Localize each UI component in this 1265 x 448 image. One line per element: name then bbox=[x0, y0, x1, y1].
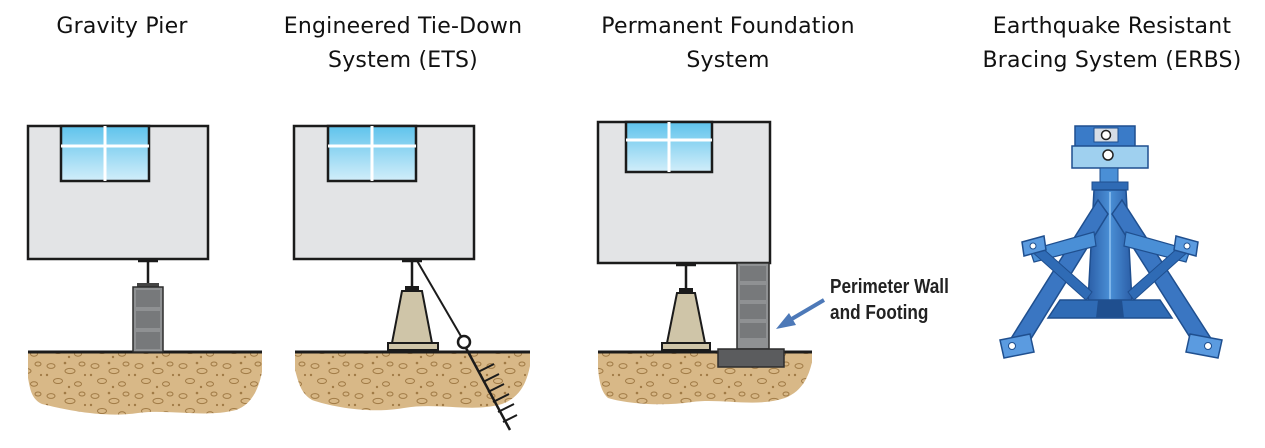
title-line: Gravity Pier bbox=[56, 14, 188, 39]
title-line: System (ETS) bbox=[328, 48, 478, 73]
callout-line: and Footing bbox=[830, 302, 929, 324]
tie-down-anchor bbox=[415, 258, 518, 431]
pier-stand bbox=[387, 259, 439, 351]
callout-arrow bbox=[776, 298, 826, 329]
title-ets: Engineered Tie-Down System (ETS) bbox=[258, 10, 548, 78]
callout-perimeter-wall: Perimeter Wall and Footing bbox=[830, 274, 949, 326]
title-gravity-pier: Gravity Pier bbox=[22, 10, 222, 44]
title-line: Earthquake Resistant bbox=[992, 14, 1232, 39]
concrete-block-pier bbox=[132, 259, 164, 353]
title-permanent-foundation: Permanent Foundation System bbox=[578, 10, 878, 78]
permanent-foundation-illustration bbox=[596, 120, 826, 405]
perimeter-wall bbox=[717, 262, 785, 368]
title-line: Engineered Tie-Down bbox=[283, 14, 523, 39]
title-line: Bracing System (ERBS) bbox=[982, 48, 1242, 73]
title-erbs: Earthquake Resistant Bracing System (ERB… bbox=[962, 10, 1262, 78]
gravity-pier-illustration bbox=[26, 124, 262, 415]
ets-illustration bbox=[292, 124, 530, 431]
footing bbox=[717, 348, 785, 368]
callout-line: Perimeter Wall bbox=[830, 276, 949, 298]
title-line: System bbox=[686, 48, 770, 73]
erbs-illustration bbox=[999, 125, 1223, 359]
soil bbox=[295, 352, 530, 411]
title-line: Permanent Foundation bbox=[601, 14, 855, 39]
pier-stand bbox=[661, 263, 711, 351]
soil bbox=[28, 352, 262, 415]
